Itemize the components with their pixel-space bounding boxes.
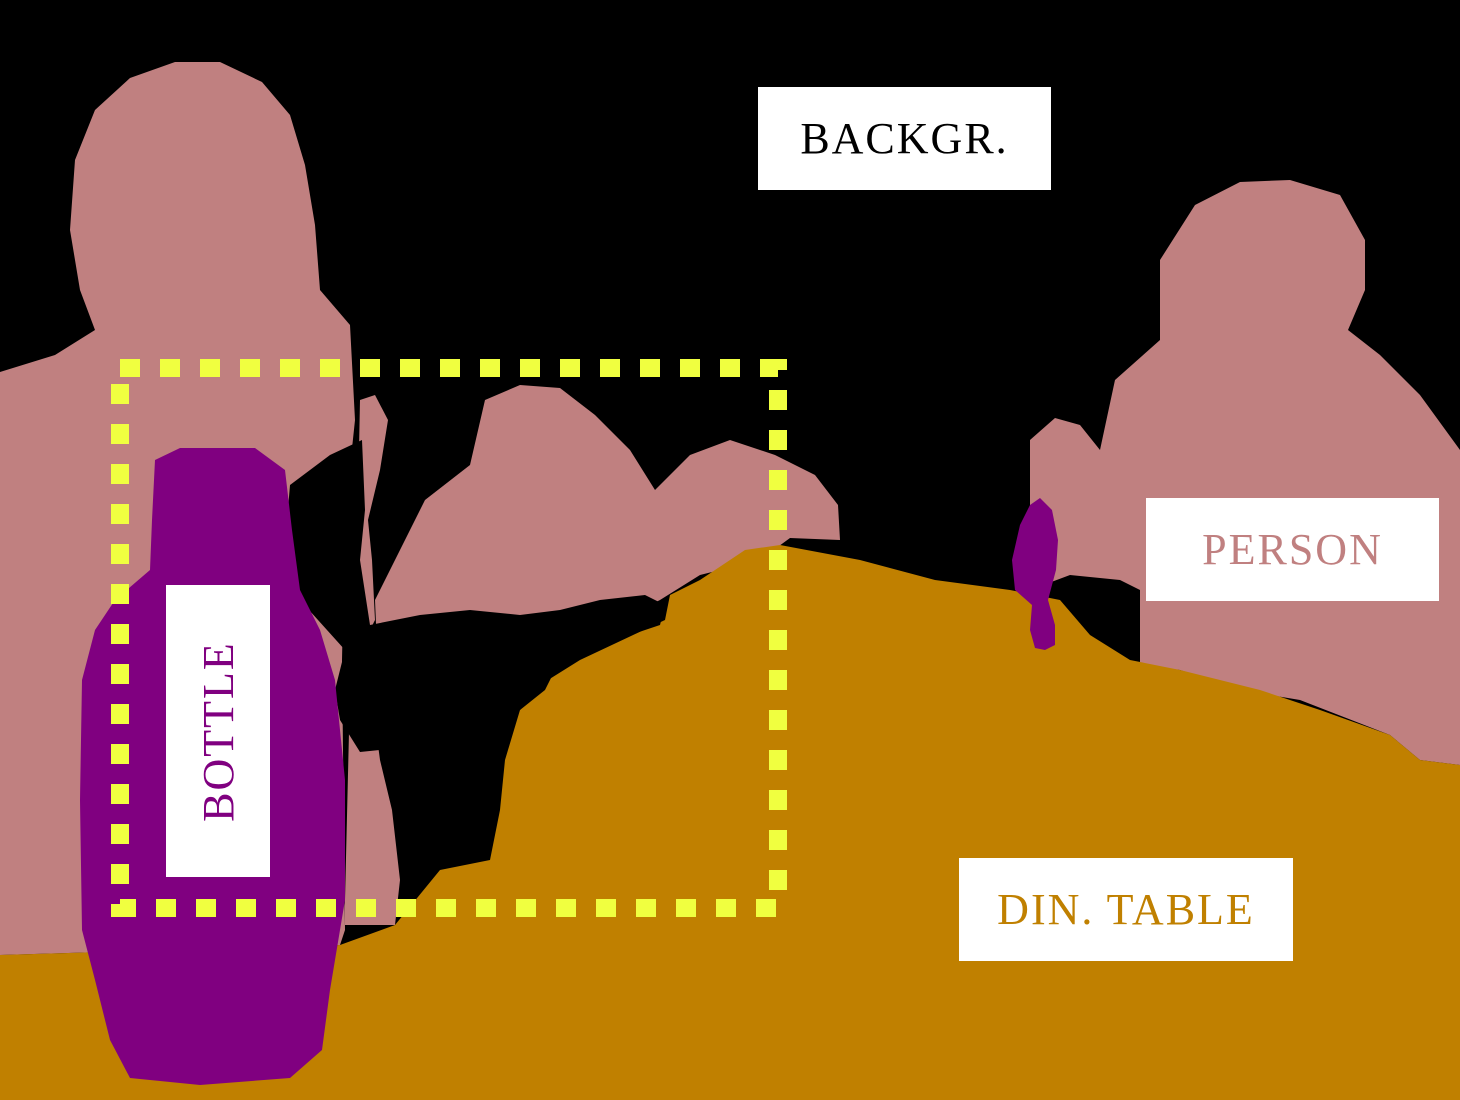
table-label-box: DIN. TABLE xyxy=(959,858,1293,961)
background-label: BACKGR. xyxy=(800,114,1009,163)
bottle-region-small xyxy=(1012,498,1058,650)
person-label-box: PERSON xyxy=(1146,498,1439,601)
person-region-middle xyxy=(345,385,840,925)
background-hole-region xyxy=(285,440,665,752)
highlight-region-box xyxy=(111,359,787,917)
background-label-box: BACKGR. xyxy=(758,87,1051,190)
person-label: PERSON xyxy=(1202,525,1383,574)
bottle-label-box: BOTTLE xyxy=(166,585,270,877)
table-label: DIN. TABLE xyxy=(997,885,1255,934)
bottle-label: BOTTLE xyxy=(193,640,243,822)
person-region-right xyxy=(1030,180,1460,765)
table-region xyxy=(0,545,1460,1100)
